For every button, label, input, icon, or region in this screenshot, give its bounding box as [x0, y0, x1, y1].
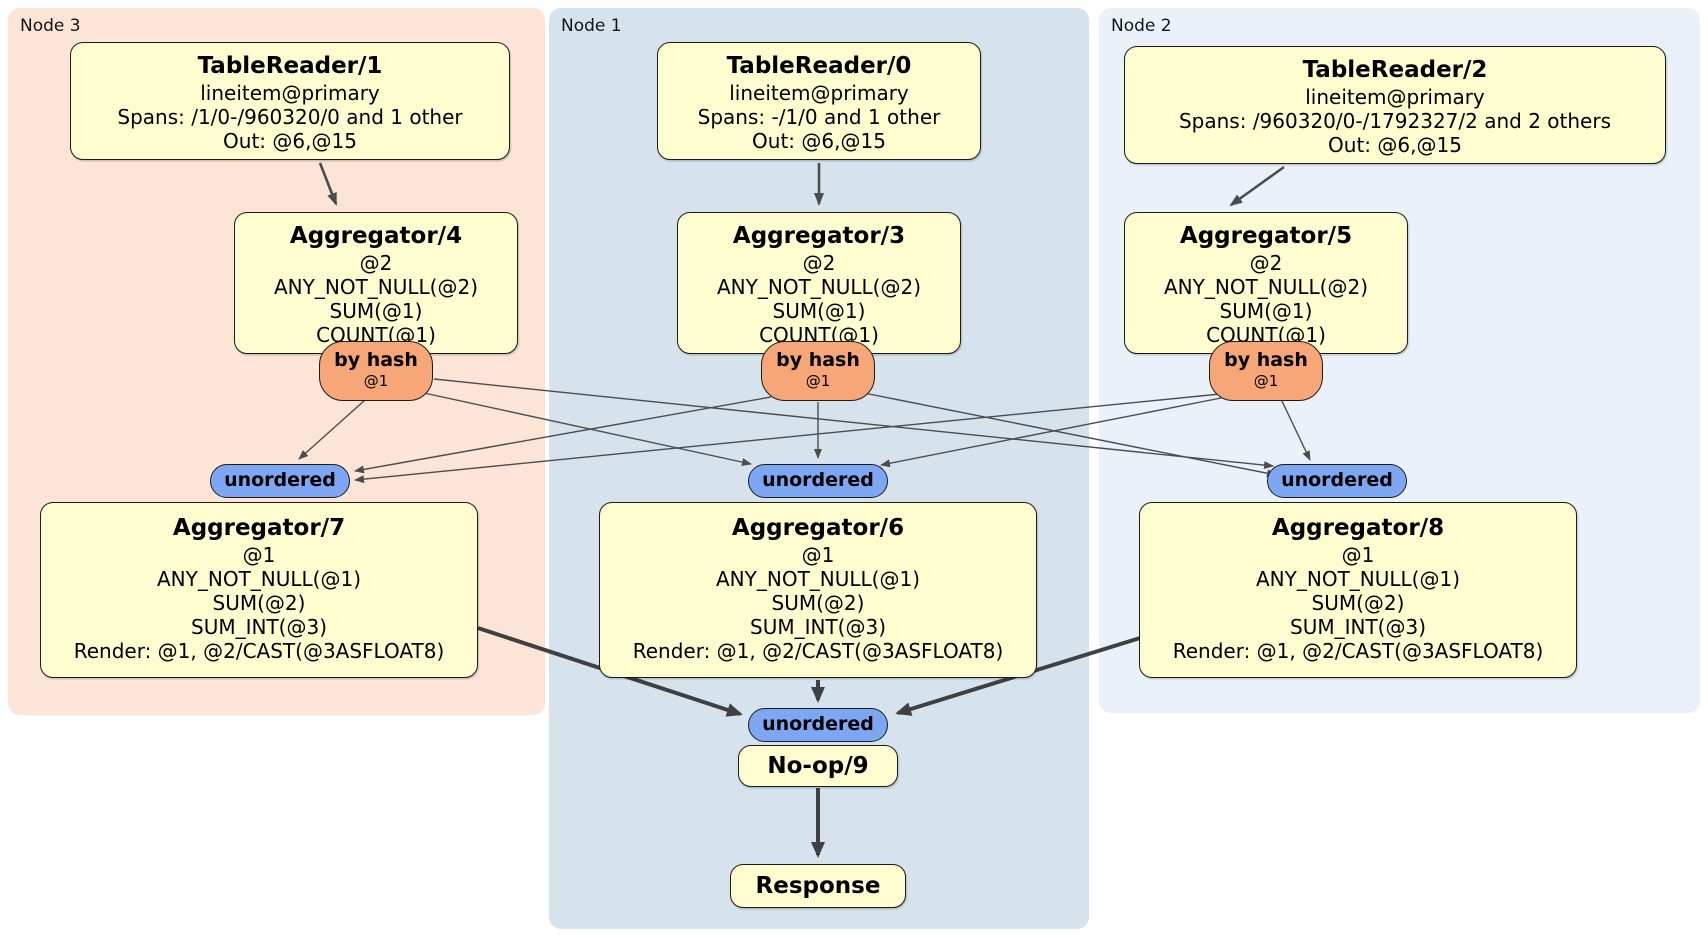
sync-unordered-noop: unordered [748, 708, 888, 742]
processor-title: Response [755, 873, 881, 899]
processor-aggfn: SUM_INT(@3) [191, 615, 327, 639]
processor-title: Aggregator/4 [289, 223, 463, 249]
processor-title: Aggregator/7 [172, 515, 346, 541]
processor-aggregator-3: Aggregator/3 @2 ANY_NOT_NULL(@2) SUM(@1)… [677, 212, 961, 354]
processor-spans: Spans: -/1/0 and 1 other [697, 105, 941, 129]
sync-unordered-agg8: unordered [1267, 464, 1407, 498]
processor-aggfn: ANY_NOT_NULL(@2) [274, 275, 478, 299]
processor-aggfn: SUM_INT(@3) [750, 615, 886, 639]
router-label: by hash [334, 349, 418, 371]
sync-unordered-agg6: unordered [748, 464, 888, 498]
router-by-hash-4: by hash @1 [319, 341, 433, 401]
processor-render: Render: @1, @2/CAST(@3ASFLOAT8) [73, 639, 445, 663]
processor-title: Aggregator/5 [1179, 223, 1353, 249]
router-label: by hash [1224, 349, 1308, 371]
processor-aggregator-7: Aggregator/7 @1 ANY_NOT_NULL(@1) SUM(@2)… [40, 502, 478, 678]
processor-groupcols: @2 [1249, 251, 1283, 275]
processor-title: Aggregator/6 [731, 515, 905, 541]
processor-spans: Spans: /1/0-/960320/0 and 1 other [117, 105, 463, 129]
processor-title: Aggregator/8 [1271, 515, 1445, 541]
processor-groupcols: @2 [359, 251, 393, 275]
processor-aggfn: ANY_NOT_NULL(@1) [157, 567, 361, 591]
processor-aggfn: SUM(@1) [1219, 299, 1313, 323]
processor-aggregator-5: Aggregator/5 @2 ANY_NOT_NULL(@2) SUM(@1)… [1124, 212, 1408, 354]
processor-aggfn: SUM(@1) [329, 299, 423, 323]
processor-tablereader-0: TableReader/0 lineitem@primary Spans: -/… [657, 42, 981, 160]
processor-detail: lineitem@primary [729, 81, 909, 105]
processor-aggfn: ANY_NOT_NULL(@2) [1164, 275, 1368, 299]
router-by-hash-3: by hash @1 [761, 341, 875, 401]
processor-aggfn: SUM(@2) [212, 591, 306, 615]
processor-title: Aggregator/3 [732, 223, 906, 249]
processor-tablereader-1: TableReader/1 lineitem@primary Spans: /1… [70, 42, 510, 160]
processor-aggfn: SUM(@2) [1311, 591, 1405, 615]
processor-aggfn: ANY_NOT_NULL(@1) [716, 567, 920, 591]
processor-aggfn: SUM(@2) [771, 591, 865, 615]
processor-groupcols: @2 [802, 251, 836, 275]
processor-aggfn: SUM(@1) [772, 299, 866, 323]
processor-noop-9: No-op/9 [738, 745, 898, 787]
router-label: by hash [776, 349, 860, 371]
processor-out: Out: @6,@15 [1328, 133, 1462, 157]
router-hash-column: @1 [363, 372, 389, 390]
processor-groupcols: @1 [1341, 543, 1375, 567]
processor-out: Out: @6,@15 [223, 129, 357, 153]
processor-aggfn: ANY_NOT_NULL(@2) [717, 275, 921, 299]
processor-render: Render: @1, @2/CAST(@3ASFLOAT8) [1172, 639, 1544, 663]
router-hash-column: @1 [805, 372, 831, 390]
processor-groupcols: @1 [801, 543, 835, 567]
processor-aggregator-4: Aggregator/4 @2 ANY_NOT_NULL(@2) SUM(@1)… [234, 212, 518, 354]
region-label-node2: Node 2 [1111, 16, 1172, 36]
processor-title: TableReader/0 [726, 53, 912, 79]
processor-detail: lineitem@primary [1305, 85, 1485, 109]
region-label-node1: Node 1 [561, 16, 622, 36]
processor-render: Render: @1, @2/CAST(@3ASFLOAT8) [632, 639, 1004, 663]
processor-aggregator-8: Aggregator/8 @1 ANY_NOT_NULL(@1) SUM(@2)… [1139, 502, 1577, 678]
processor-spans: Spans: /960320/0-/1792327/2 and 2 others [1178, 109, 1611, 133]
processor-tablereader-2: TableReader/2 lineitem@primary Spans: /9… [1124, 46, 1666, 164]
processor-aggfn: SUM_INT(@3) [1290, 615, 1426, 639]
sync-unordered-agg7: unordered [210, 464, 350, 498]
processor-aggfn: ANY_NOT_NULL(@1) [1256, 567, 1460, 591]
region-label-node3: Node 3 [20, 16, 81, 36]
processor-title: TableReader/1 [197, 53, 383, 79]
processor-detail: lineitem@primary [200, 81, 380, 105]
processor-response: Response [730, 864, 906, 908]
processor-title: TableReader/2 [1302, 57, 1488, 83]
router-by-hash-5: by hash @1 [1209, 341, 1323, 401]
processor-title: No-op/9 [767, 753, 869, 779]
processor-out: Out: @6,@15 [752, 129, 886, 153]
processor-groupcols: @1 [242, 543, 276, 567]
processor-aggregator-6: Aggregator/6 @1 ANY_NOT_NULL(@1) SUM(@2)… [599, 502, 1037, 678]
router-hash-column: @1 [1253, 372, 1279, 390]
